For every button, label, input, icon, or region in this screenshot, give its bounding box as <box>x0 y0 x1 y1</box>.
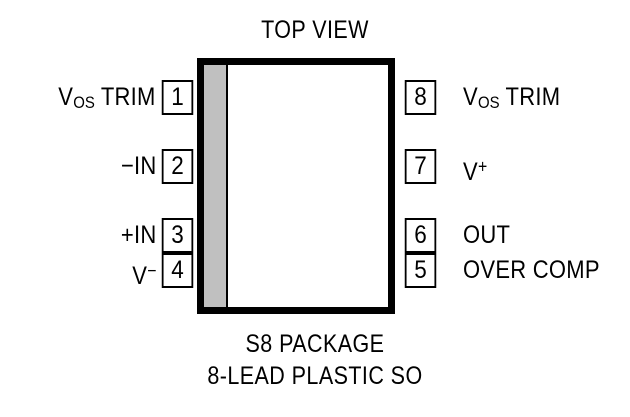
pin-label-1-text: VOS TRIM <box>58 83 156 113</box>
pin-box-3[interactable]: 3 <box>161 218 194 253</box>
pin-label-2-text: −IN <box>120 152 156 180</box>
pin-box-7[interactable]: 7 <box>404 149 437 184</box>
package-caption-line-2: 8-LEAD PLASTIC SO <box>207 362 423 390</box>
pin-label-2: −IN <box>120 149 156 184</box>
package-pin1-marker-band <box>204 65 226 307</box>
pin-label-6: OUT <box>463 218 510 253</box>
pin-box-8[interactable]: 8 <box>404 80 437 115</box>
pin-label-4: V− <box>132 253 156 294</box>
package-band-divider <box>226 65 228 307</box>
pin-box-2[interactable]: 2 <box>161 149 194 184</box>
pin-label-4-text: V− <box>131 260 156 290</box>
pin-label-7: V+ <box>463 149 487 190</box>
pin-box-5[interactable]: 5 <box>404 253 437 288</box>
pin-label-3: +IN <box>120 218 156 253</box>
package-caption-line-1: S8 PACKAGE <box>245 330 385 358</box>
pin-label-7-text: V+ <box>463 156 488 186</box>
pin-box-6[interactable]: 6 <box>404 218 437 253</box>
pin-box-4[interactable]: 4 <box>161 253 194 288</box>
pin-label-1: VOS TRIM <box>59 80 156 120</box>
diagram-title: TOP VIEW <box>261 16 369 44</box>
pin-label-8-text: VOS TRIM <box>463 83 561 113</box>
pin-box-1[interactable]: 1 <box>161 80 194 115</box>
pin-label-3-text: +IN <box>120 221 156 249</box>
pin-label-5-text: OVER COMP <box>463 256 600 284</box>
pin-label-5: OVER COMP <box>463 253 600 288</box>
package-body-outline <box>197 58 395 314</box>
pin-label-6-text: OUT <box>463 221 511 249</box>
pin-label-8: VOS TRIM <box>463 80 560 120</box>
